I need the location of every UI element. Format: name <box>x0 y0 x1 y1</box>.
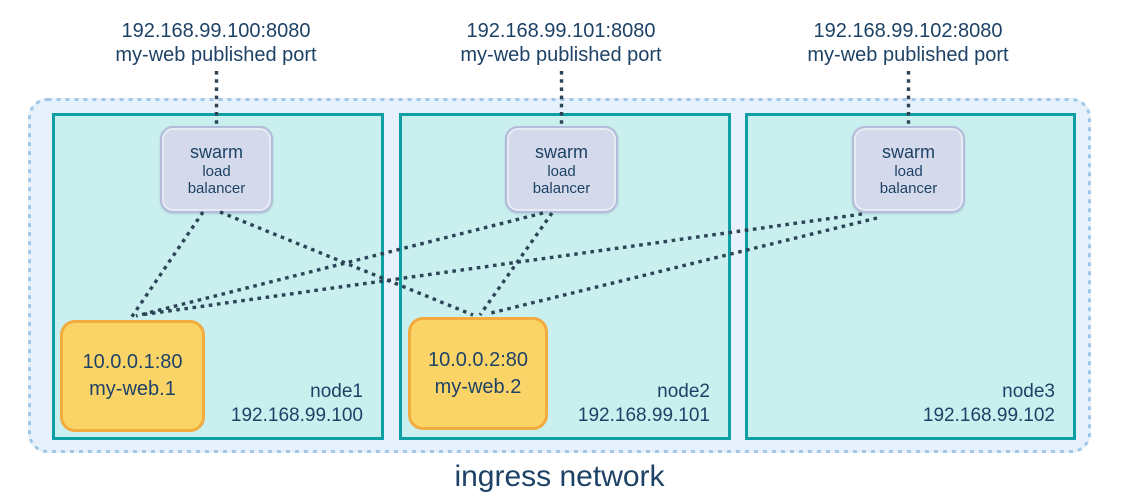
lb-text: load <box>894 162 923 180</box>
published-port-address: 192.168.99.102:8080 <box>813 20 1003 42</box>
task-address: 10.0.0.2:80 <box>427 348 529 371</box>
lb-text: balancer <box>879 179 938 197</box>
node-label: node2 192.168.99.101 <box>578 380 710 428</box>
published-port-label-node1: 192.168.99.100:8080 my-web published por… <box>56 19 376 67</box>
lb-text: load <box>202 162 231 180</box>
task-box-my-web-1: 10.0.0.1:80 my-web.1 <box>60 320 205 432</box>
lb-text: swarm <box>190 141 243 162</box>
swarm-load-balancer-node2: swarm load balancer <box>505 126 618 213</box>
swarm-load-balancer-node3: swarm load balancer <box>852 126 965 213</box>
swarm-load-balancer-node1: swarm load balancer <box>160 126 273 213</box>
task-box-my-web-2: 10.0.0.2:80 my-web.2 <box>408 317 548 430</box>
lb-text: balancer <box>532 179 591 197</box>
node-name: node2 <box>657 381 710 402</box>
node-name: node3 <box>1002 381 1055 402</box>
task-address: 10.0.0.1:80 <box>82 351 183 373</box>
task-name: my-web.1 <box>89 378 176 400</box>
node-ip: 192.168.99.101 <box>577 405 710 426</box>
node-name: node1 <box>310 381 363 402</box>
lb-text: load <box>547 162 576 180</box>
task-name: my-web.2 <box>434 375 522 398</box>
lb-text: balancer <box>187 179 246 197</box>
node-ip: 192.168.99.102 <box>922 405 1055 426</box>
node-label: node1 192.168.99.100 <box>231 380 363 428</box>
lb-text: swarm <box>535 141 588 162</box>
published-port-caption: my-web published port <box>115 44 317 66</box>
published-port-label-node2: 192.168.99.101:8080 my-web published por… <box>401 19 721 67</box>
published-port-label-node3: 192.168.99.102:8080 my-web published por… <box>748 19 1068 67</box>
node-label: node3 192.168.99.102 <box>923 380 1055 428</box>
published-port-caption: my-web published port <box>807 44 1009 66</box>
published-port-caption: my-web published port <box>460 44 662 66</box>
published-port-address: 192.168.99.101:8080 <box>466 20 656 42</box>
lb-text: swarm <box>882 141 935 162</box>
ingress-network-label: ingress network <box>454 460 665 493</box>
node-ip: 192.168.99.100 <box>230 405 363 426</box>
published-port-address: 192.168.99.100:8080 <box>121 20 311 42</box>
